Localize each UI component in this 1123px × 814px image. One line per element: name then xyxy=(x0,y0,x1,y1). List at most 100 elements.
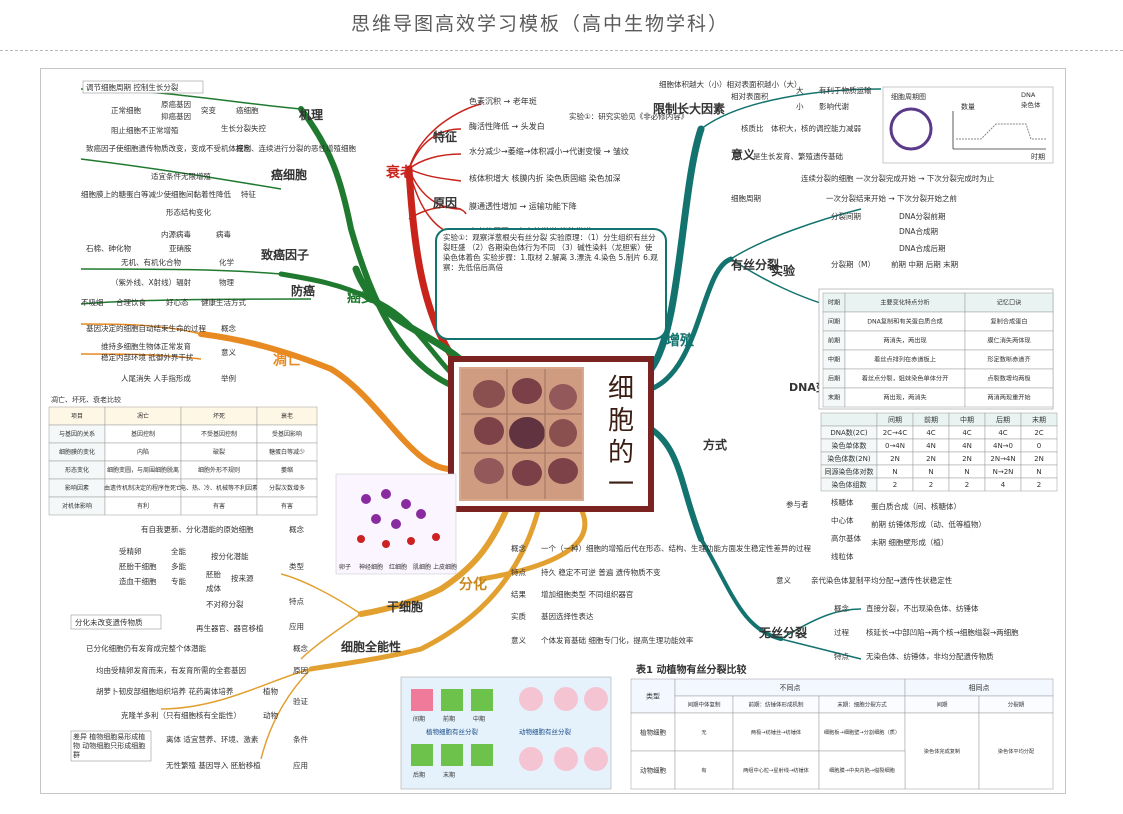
dna-table-cell-3-5: N xyxy=(1036,468,1041,476)
toti-item-4: 均由受精卵发育而来，有发育所需的全套基因 xyxy=(96,665,246,675)
compare-table-header-1: 凋亡 xyxy=(137,412,149,420)
branch-differentiation[interactable]: 分化 xyxy=(459,576,487,593)
branch-experiment[interactable]: 实验 xyxy=(771,263,796,278)
stem-item-4: 类型 xyxy=(289,561,304,571)
diff-item-2: 一个（一种）细胞的增殖后代在形态、结构、生理功能方面发生稳定性差异的过程 xyxy=(541,543,811,553)
death-item-5: 意义 xyxy=(221,347,236,357)
cancer-item-26: 健康生活方式 xyxy=(201,297,246,307)
phase-table-cell-1-2: 膜仁消失两体现 xyxy=(987,337,1030,345)
branch-prolif-meaning[interactable]: 意义 xyxy=(731,147,756,162)
amitosis-item-3: 过程 xyxy=(834,627,849,637)
compare-table-cell-3-1: 由遗传机制决定的程序性死亡 xyxy=(104,484,182,492)
cell-micrograph-image xyxy=(461,369,582,499)
death-item-4: 稳定内部环境 抵御外界干扰 xyxy=(101,352,194,362)
compare-table-cell-0-1: 基因控制 xyxy=(131,430,155,438)
dna-table-cell-0-5: 2C xyxy=(1034,429,1043,437)
compare-table-caption: 凋亡、坏死、衰老比较 xyxy=(51,395,121,404)
aging-item-1: 色素沉积 → 老年斑 xyxy=(469,96,537,106)
branch-aging-features[interactable]: 特征 xyxy=(433,129,457,144)
prolif-item-18: 分裂期（M） xyxy=(831,259,875,269)
bottom-table-cell-1-2-bg xyxy=(732,750,820,790)
dna-table-cell-4-1: 2 xyxy=(893,481,897,489)
bottom-table-cell-0-5: 染色体平均分配 xyxy=(998,747,1035,755)
bottom-table-cell-1-1-bg xyxy=(674,750,734,790)
bottom-table-cell-0-4-bg xyxy=(904,712,980,790)
compare-table-cell-3-2: 电、热、冷、机械等不利因素 xyxy=(180,484,258,492)
amitosis-item-2: 直接分裂，不出现染色体、纺锤体 xyxy=(866,603,979,613)
branch-aging-causes[interactable]: 原因 xyxy=(433,195,457,210)
stem-item-5: 全能 xyxy=(171,546,186,556)
bottom-table-subheader-3: 间期 xyxy=(936,700,948,708)
amitosis-item-5: 特点 xyxy=(834,651,849,661)
branch-death[interactable]: 凋亡 xyxy=(273,352,301,369)
toti-item-7: 植物 xyxy=(263,686,278,696)
toti-item-8: 验证 xyxy=(293,696,308,706)
toti-item-13: 无性繁殖 基因导入 胚胎移植 xyxy=(166,760,261,770)
cancer-item-2: 原癌基因 xyxy=(161,99,191,109)
cancer-item-7: 生长分裂失控 xyxy=(221,123,266,133)
branch-cancer-mechanism[interactable]: 机理 xyxy=(299,107,323,122)
branch-cancer-prevention[interactable]: 防癌 xyxy=(291,283,315,298)
dna-table-header-5: 末期 xyxy=(1032,415,1046,424)
bottom-table-header-1: 不同点 xyxy=(780,684,801,692)
branch-mitosis[interactable]: 有丝分裂 xyxy=(731,257,779,272)
bottom-table-subheader-4: 分裂期 xyxy=(1008,700,1025,708)
stem-item-15: 特点 xyxy=(289,596,304,606)
compare-mitosis-table: 表1 动植物有丝分裂比较 类型不同点相同点间期中体复制前期：纺锤体形成机制末期：… xyxy=(630,663,1054,790)
stem-item-10: 受精卵 xyxy=(119,546,142,556)
stem-item-12: 按来源 xyxy=(231,573,254,583)
branch-stem-cell[interactable]: 干细胞 xyxy=(387,599,423,614)
phase-table-cell-4-0: 末期 xyxy=(828,394,840,402)
bottom-table-cell-0-3-bg xyxy=(818,712,906,752)
branch-cancer[interactable]: 癌变 xyxy=(347,289,375,306)
bottom-table-subheader-2: 末期：细胞分裂方式 xyxy=(837,700,887,708)
main-branch-curves xyxy=(198,106,783,672)
toti-item-3: 概念 xyxy=(293,643,308,653)
diff-item-8: 基因选择性表达 xyxy=(541,611,594,621)
phase-table-cell-4-2-bg xyxy=(964,387,1054,408)
dna-table-cell-2-0: 染色体数(2N) xyxy=(827,454,870,463)
dna-table-cell-1-5: 0 xyxy=(1037,442,1041,450)
bottom-table-header-2: 相同点 xyxy=(969,683,990,692)
dna-table-cell-1-3: 4N xyxy=(962,442,972,450)
branch-limit-factor[interactable]: 限制长大因素 xyxy=(653,101,725,116)
diff-item-5: 结果 xyxy=(511,589,526,599)
center-node[interactable]: 细 胞 的 一 细胞的一生 xyxy=(448,356,654,512)
cancer-item-21: （紫外线、X射线）辐射 xyxy=(111,277,192,287)
compare-table-cell-4-3: 有害 xyxy=(281,502,293,510)
branch-method[interactable]: 方式 xyxy=(703,437,727,452)
stem-item-9: 造血干细胞 xyxy=(119,576,157,586)
prolif-item-5: 小 xyxy=(796,102,804,111)
cancer-item-17: 石棉、砷化物 xyxy=(86,243,131,253)
cancer-item-20: 化学 xyxy=(219,257,234,267)
dna-table-header-0-bg xyxy=(820,412,878,427)
stem-figure-label-1: 卵子 xyxy=(339,563,351,571)
mitosis-fig-label-5: 末期 xyxy=(443,771,455,779)
center-title-char-3: 的 xyxy=(608,438,634,468)
cell-cycle-xlabel: 时期 xyxy=(1031,152,1045,161)
branch-totipotency[interactable]: 细胞全能性 xyxy=(341,639,401,654)
compare-table-cell-1-1: 内陷 xyxy=(137,448,149,456)
stem-figure-label-4: 肌细胞 xyxy=(413,563,431,571)
dna-table-cell-4-2: 2 xyxy=(929,481,933,489)
experiment-box: 实验①：观察洋葱根尖有丝分裂 实验原理：（1）分生组织有丝分裂旺盛 （2）各期染… xyxy=(435,228,667,340)
dna-table-cell-4-0: 染色体组数 xyxy=(832,480,867,489)
branch-cancer-factors[interactable]: 致癌因子 xyxy=(261,247,309,262)
stem-item-11: 胚胎 xyxy=(206,569,221,579)
mindmap-frame: 细 胞 的 一 细胞的一生 衰老 特征 原因 癌变 机理 癌细胞 致癌因子 防癌… xyxy=(40,68,1066,794)
bottom-table-cell-0-1: 无 xyxy=(701,729,706,736)
cancer-item-3: 抑癌基因 xyxy=(161,111,191,121)
stem-item-14: 不对称分裂 xyxy=(206,599,244,609)
stem-item-8: 胚胎干细胞 xyxy=(119,561,157,571)
branch-aging[interactable]: 衰老 xyxy=(385,164,414,181)
compare-table-cell-3-0: 影响因素 xyxy=(65,484,89,492)
branch-amitosis[interactable]: 无丝分裂 xyxy=(758,625,807,640)
branch-proliferation[interactable]: 增殖 xyxy=(666,332,694,349)
branch-cancer-cell[interactable]: 癌细胞 xyxy=(271,167,307,182)
dna-table-cell-4-5: 2 xyxy=(1037,481,1041,489)
bottom-table-header-0: 类型 xyxy=(646,692,660,701)
diff-item-7: 实质 xyxy=(511,611,526,621)
diff-item-3: 特点 xyxy=(511,567,526,577)
prolif-item-11: 细胞周期 xyxy=(731,193,761,203)
